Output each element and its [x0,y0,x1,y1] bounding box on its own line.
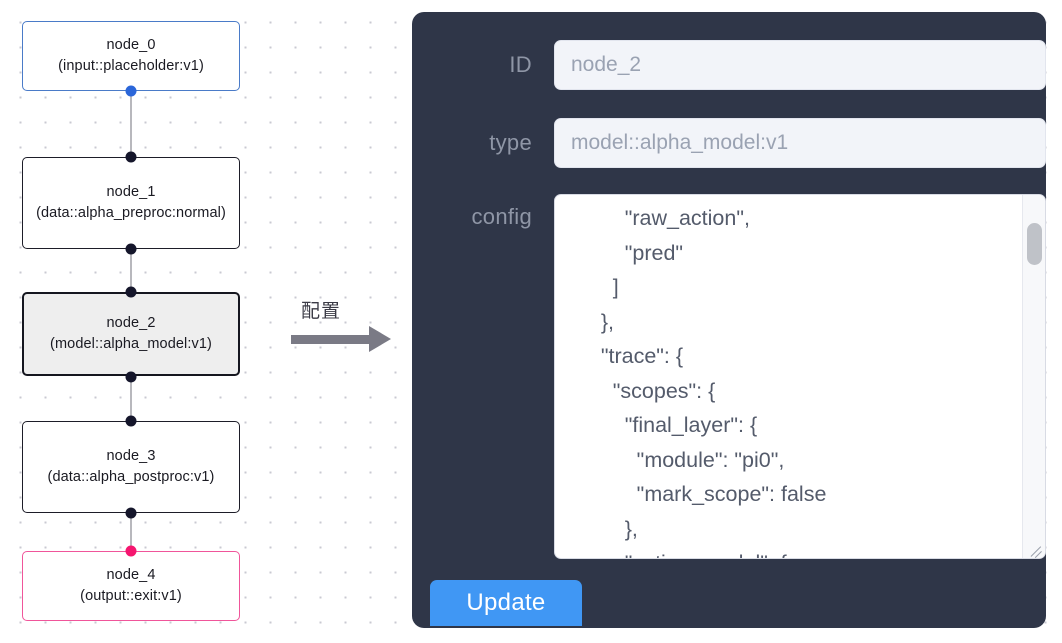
node-title: node_2 [106,315,156,331]
config-textarea[interactable]: "raw_action", "pred" ] }, "trace": { "sc… [600,206,827,558]
transition-annotation: 配置 [291,296,397,360]
port-dot-node_4-in[interactable] [125,545,137,557]
port-dot-node_0-out[interactable] [125,85,137,97]
field-row-config: config "raw_action", "pred" ] }, "trace"… [424,194,1046,559]
edge-node1-node2 [130,248,132,292]
port-dot-node_1-out[interactable] [125,243,137,255]
config-scrollbar-thumb[interactable] [1027,223,1042,265]
port-dot-node_3-out[interactable] [125,507,137,519]
resize-handle-icon[interactable] [1027,540,1043,558]
port-dot-node_1-in[interactable] [125,151,137,163]
arrow-right-icon [291,335,371,344]
id-field-label: ID [509,52,532,77]
node-subtitle: (model::alpha_model:v1) [50,336,212,352]
config-textarea-wrapper[interactable]: "raw_action", "pred" ] }, "trace": { "sc… [554,194,1046,559]
node-subtitle: (data::alpha_preproc:normal) [36,205,226,221]
edge-node0-node1 [130,90,132,158]
port-dot-node_3-in[interactable] [125,415,137,427]
arrow-head-icon [369,326,391,352]
transition-label: 配置 [301,300,342,322]
graph-node-node_1[interactable]: node_1 (data::alpha_preproc:normal) [22,157,240,249]
node-title: node_1 [106,184,156,200]
node-inspector-panel: ID node_2 type model::alpha_model:v1 con… [412,12,1046,628]
graph-node-node_4[interactable]: node_4 (output::exit:v1) [22,551,240,621]
node-title: node_3 [106,448,156,464]
field-row-id: ID node_2 [470,40,1046,90]
type-field-label: type [489,130,532,155]
update-button[interactable]: Update [430,580,582,626]
port-dot-node_2-out[interactable] [125,371,137,383]
edge-node2-node3 [130,376,132,420]
edge-node3-node4 [130,512,132,550]
graph-node-node_3[interactable]: node_3 (data::alpha_postproc:v1) [22,421,240,513]
node-title: node_4 [106,567,156,583]
id-input[interactable]: node_2 [554,40,1046,90]
config-field-label: config [471,204,532,229]
port-dot-node_2-in[interactable] [125,286,137,298]
type-input[interactable]: model::alpha_model:v1 [554,118,1046,168]
field-row-type: type model::alpha_model:v1 [450,118,1046,168]
node-subtitle: (data::alpha_postproc:v1) [47,469,215,485]
graph-node-node_2[interactable]: node_2 (model::alpha_model:v1) [22,292,240,376]
node-subtitle: (output::exit:v1) [80,588,182,604]
config-scrollbar-track[interactable] [1022,195,1045,558]
node-title: node_0 [106,37,156,53]
node-subtitle: (input::placeholder:v1) [58,58,204,74]
graph-node-node_0[interactable]: node_0 (input::placeholder:v1) [22,21,240,91]
